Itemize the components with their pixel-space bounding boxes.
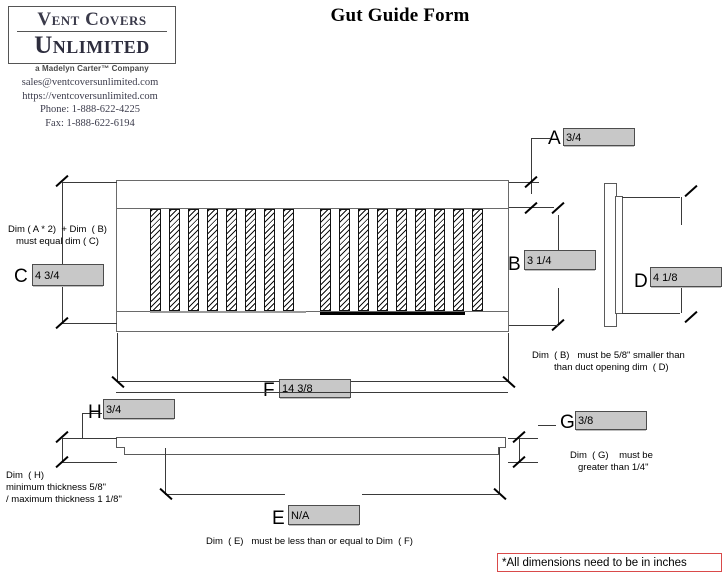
dim-line-b-lower	[558, 288, 559, 326]
dim-ext-g-top	[508, 438, 538, 439]
field-input-e[interactable]	[288, 505, 360, 525]
dim-line-e-right	[362, 494, 499, 495]
field-label-e: E	[272, 508, 285, 529]
note-e: Dim ( E) must be less than or equal to D…	[206, 536, 413, 547]
louver-group-left	[150, 209, 310, 311]
warning-text: *All dimensions need to be in inches	[502, 556, 687, 569]
louver-base-grey-left	[150, 311, 306, 313]
contact-website: https://ventcoversunlimited.com	[22, 90, 158, 102]
dim-ext-b-bottom	[509, 325, 559, 326]
dim-tick-f-left	[111, 375, 125, 389]
page-title: Gut Guide Form	[330, 5, 470, 26]
dim-ext-g-bottom	[508, 462, 538, 463]
contact-fax: Fax: 1-888-622-6194	[45, 117, 135, 129]
dim-ext-c-bottom	[62, 323, 117, 324]
dim-ext-a-top	[509, 182, 539, 183]
dim-line-c-vertical	[62, 182, 63, 324]
dim-ext-e-right	[499, 448, 500, 494]
field-input-g[interactable]	[575, 411, 647, 430]
logo-line-1: Vent Covers	[17, 10, 167, 33]
dim-tick-a-bottom	[524, 201, 538, 215]
dim-leader-h	[82, 413, 102, 414]
dim-leader-a	[531, 138, 550, 139]
dim-line-d-top	[681, 197, 682, 225]
dim-line-b-upper	[558, 215, 559, 250]
dim-line-e-left	[165, 494, 285, 495]
dim-line-d-bottom	[681, 285, 682, 313]
field-label-f: F	[263, 380, 275, 401]
dim-leader-g	[538, 425, 556, 426]
field-input-h[interactable]	[103, 399, 175, 419]
note-c: Dim ( A * 2) + Dim ( B)must equal dim ( …	[8, 224, 107, 247]
profile-inner-flange	[615, 196, 623, 314]
dim-leader-d-bottom	[622, 313, 680, 314]
dim-tick-d-bottom	[684, 310, 698, 324]
field-label-h: H	[88, 402, 102, 423]
logo-line-2: Unlimited	[34, 32, 150, 60]
logo-tagline: a Madelyn Carter™ Company	[35, 64, 149, 73]
contact-block: sales@ventcoversunlimited.com https://ve…	[0, 76, 180, 130]
dim-leader-d-top	[622, 197, 680, 198]
field-label-c: C	[14, 266, 28, 287]
contact-phone: Phone: 1-888-622-4225	[39, 104, 141, 115]
warning-banner: *All dimensions need to be in inches	[497, 553, 722, 572]
field-label-d: D	[634, 271, 648, 292]
dim-line-a-vertical	[531, 138, 532, 194]
side-view-plate-lip	[124, 447, 499, 455]
dim-tick-b-top	[551, 201, 565, 215]
dim-line-g-vertical	[519, 438, 520, 463]
field-input-c[interactable]	[32, 264, 104, 286]
field-input-f[interactable]	[279, 379, 351, 398]
grille-inner-bottom-line	[116, 311, 509, 312]
field-label-a: A	[548, 128, 561, 149]
contact-email: sales@ventcoversunlimited.com	[21, 77, 159, 88]
dim-ext-f-right	[508, 333, 509, 381]
louver-group-right	[320, 209, 490, 311]
grille-inner-top-line	[116, 208, 509, 209]
dim-tick-d-top	[684, 184, 698, 198]
field-input-b[interactable]	[524, 250, 596, 270]
company-logo: Vent Covers Unlimited	[8, 6, 176, 64]
dim-ext-c-top	[62, 182, 117, 183]
field-input-a[interactable]	[563, 128, 635, 146]
field-label-b: B	[508, 254, 521, 275]
dim-tick-f-right	[502, 375, 516, 389]
dim-ext-h-top	[62, 438, 117, 439]
side-view-top-edge	[116, 392, 508, 393]
dim-line-f-left	[117, 381, 284, 382]
dim-ext-f-left	[117, 333, 118, 381]
field-label-g: G	[560, 412, 575, 433]
dim-ext-e-left	[165, 448, 166, 494]
dim-line-h-vertical	[62, 438, 63, 463]
dim-ext-h-bottom	[62, 462, 117, 463]
note-h: Dim ( H)minimum thickness 5/8"/ maximum …	[6, 470, 122, 505]
louver-base-black-right	[320, 312, 465, 315]
dim-leader-h-vertical	[82, 413, 83, 439]
field-input-d[interactable]	[650, 267, 722, 287]
dim-line-f-right	[350, 381, 508, 382]
